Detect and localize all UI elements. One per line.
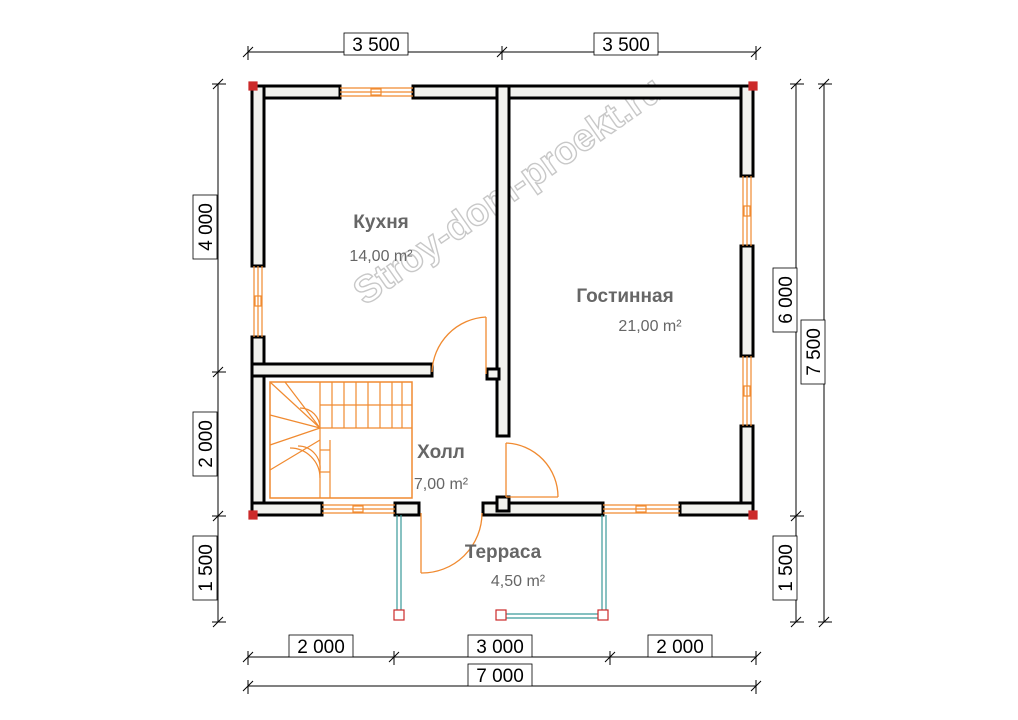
doors xyxy=(420,316,559,574)
window-kitchen-left xyxy=(253,266,263,337)
window-living-bottom xyxy=(603,504,680,514)
post-terrace-mid xyxy=(495,609,507,621)
room-hall-name: Холл xyxy=(417,442,465,463)
dim-right-house: 6 000 xyxy=(776,276,797,324)
room-living-area: 21,00 m² xyxy=(618,318,682,335)
window-hall-bottom xyxy=(322,504,395,514)
post-se xyxy=(748,510,758,520)
room-hall-area: 7,00 m² xyxy=(414,476,469,493)
door-kitchen xyxy=(431,316,487,374)
post-ne xyxy=(748,81,758,91)
room-terrace-area: 4,50 m² xyxy=(491,573,546,590)
post-terrace-left xyxy=(393,609,405,621)
dimension-labels: 3 500 3 500 4 000 2 000 1 500 6 000 1 50… xyxy=(192,32,826,687)
dim-bottom-middle: 3 000 xyxy=(476,637,524,658)
dim-right-total: 7 500 xyxy=(804,328,825,376)
window-living-right-2 xyxy=(742,356,752,426)
post-nw xyxy=(248,81,258,91)
dim-bottom-right: 2 000 xyxy=(656,637,704,658)
room-labels: Кухня 14,00 m² Гостинная 21,00 m² Холл 7… xyxy=(349,212,682,590)
posts xyxy=(248,81,758,621)
terrace-railing xyxy=(396,515,607,619)
door-entrance xyxy=(420,512,483,574)
room-living-name: Гостинная xyxy=(576,286,673,307)
dim-bottom-total: 7 000 xyxy=(476,666,524,687)
post-sw xyxy=(248,510,258,520)
staircase xyxy=(269,381,413,499)
dim-top-right: 3 500 xyxy=(602,35,650,56)
room-kitchen-area: 14,00 m² xyxy=(349,248,413,265)
room-kitchen-name: Кухня xyxy=(353,212,409,233)
post-terrace-right xyxy=(597,609,609,621)
windows xyxy=(253,87,752,514)
dim-top-left: 3 500 xyxy=(352,35,400,56)
dim-bottom-left: 2 000 xyxy=(297,637,345,658)
dim-right-terrace: 1 500 xyxy=(776,544,797,592)
door-living xyxy=(505,442,559,498)
dim-left-terrace: 1 500 xyxy=(196,544,217,592)
walls xyxy=(250,84,755,517)
dim-left-kitchen: 4 000 xyxy=(196,203,217,251)
window-living-right-1 xyxy=(742,176,752,246)
room-terrace-name: Терраса xyxy=(465,542,542,563)
window-kitchen-top xyxy=(340,87,413,97)
dim-left-hall: 2 000 xyxy=(196,420,217,468)
